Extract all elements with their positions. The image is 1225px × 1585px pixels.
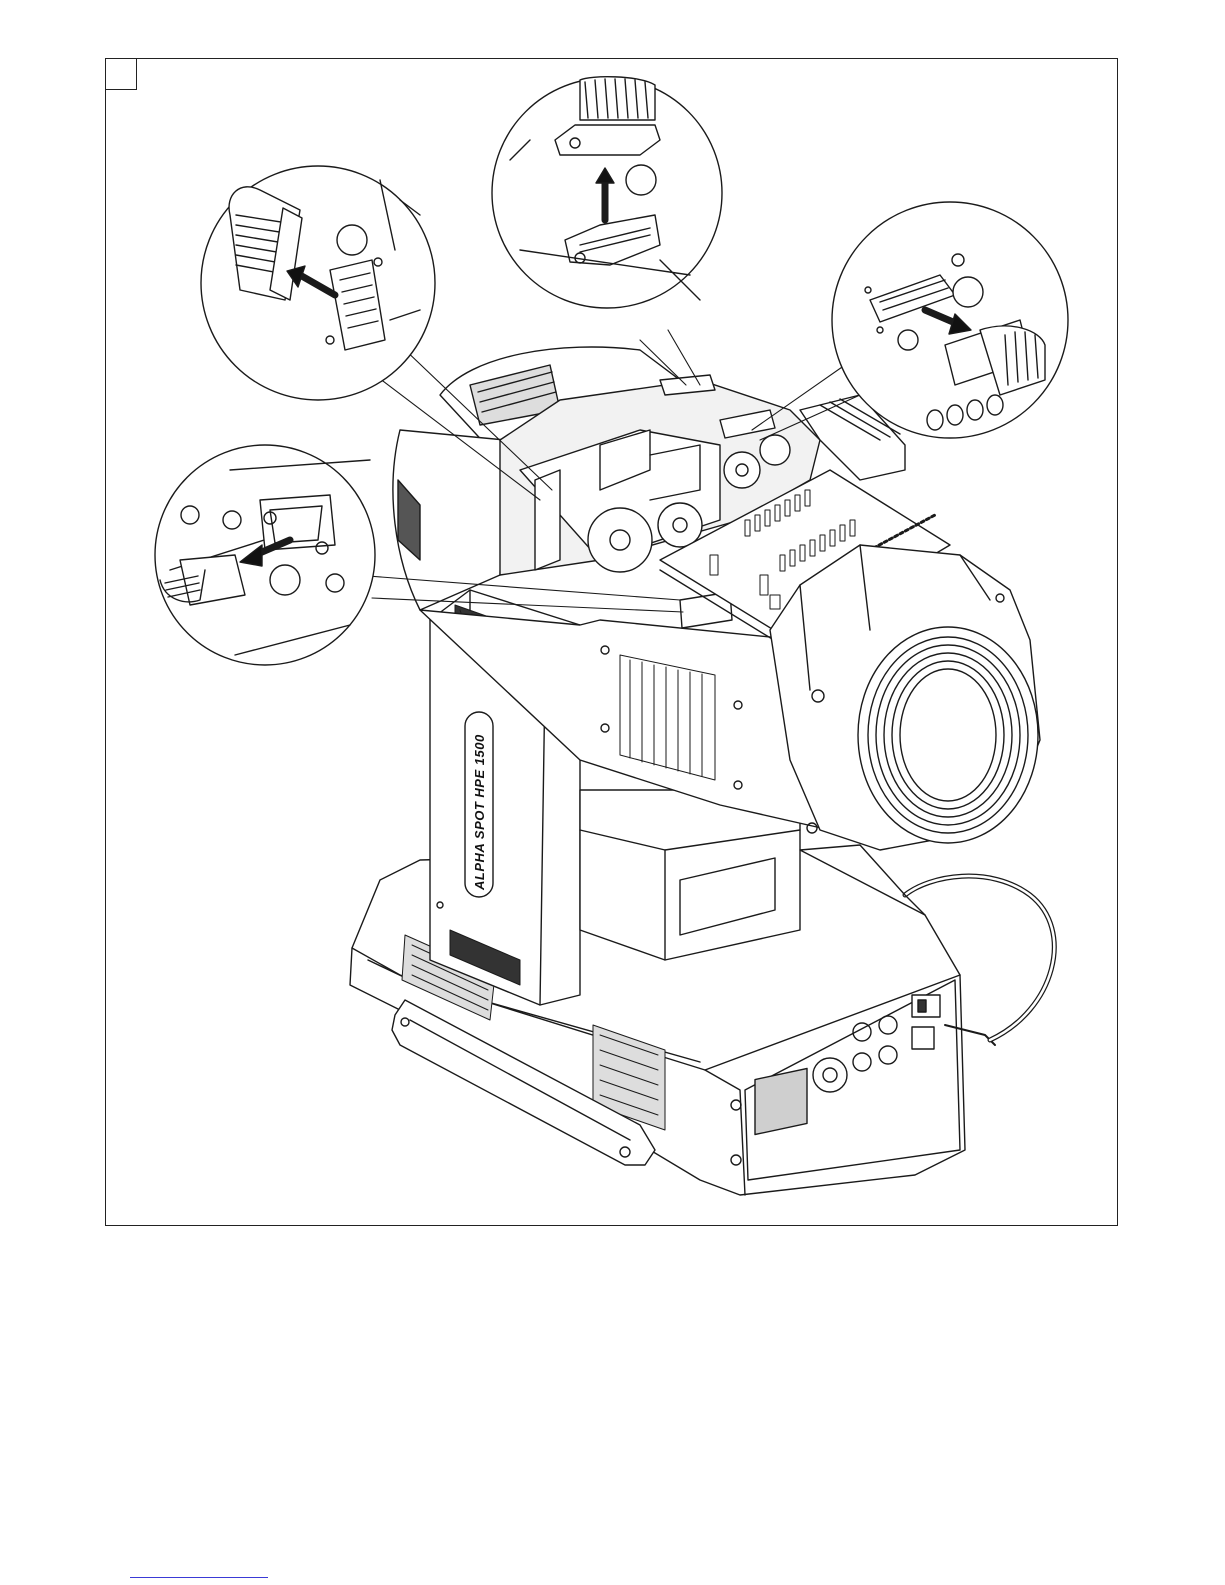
footer-link-underline[interactable] [130,1577,268,1578]
product-label: ALPHA SPOT HPE 1500 [472,734,487,891]
callout-top-left [201,166,435,400]
callout-top-center [492,77,722,308]
callout-right [832,202,1068,438]
callout-left [155,445,375,665]
product-label-plate: ALPHA SPOT HPE 1500 [465,712,493,897]
front-lens [770,545,1040,850]
